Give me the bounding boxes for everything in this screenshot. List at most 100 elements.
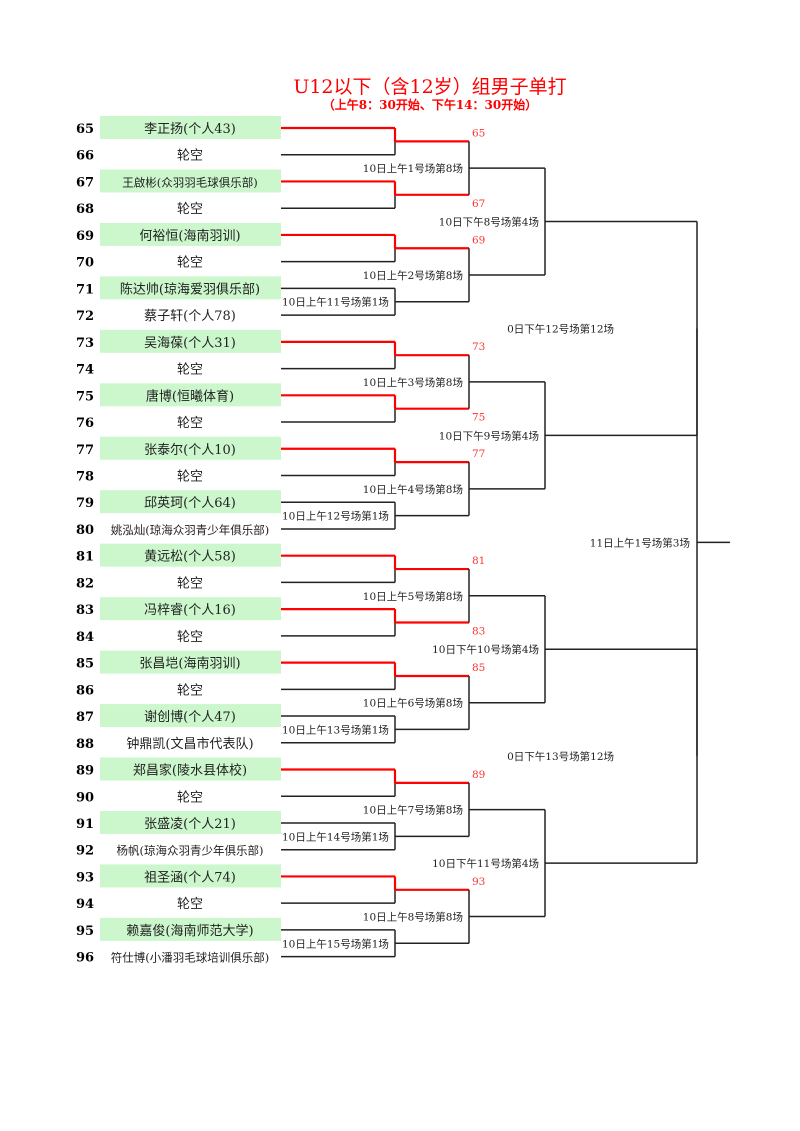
seed-number: 87 — [76, 710, 94, 725]
match-label: 10日上午14号场第1场 — [282, 830, 389, 843]
advance-number: 93 — [472, 876, 485, 888]
match-label: 0日下午12号场第12场 — [507, 322, 614, 335]
match-label: 10日上午12号场第1场 — [282, 510, 389, 523]
advance-number: 69 — [472, 234, 485, 246]
player-name: 赖嘉俊(海南师范大学) — [126, 923, 253, 939]
seed-number: 81 — [76, 550, 94, 565]
player-name: 张盛凌(个人21) — [144, 817, 236, 832]
advance-number: 81 — [472, 555, 485, 567]
match-label: 10日上午13号场第1场 — [282, 723, 389, 736]
match-label: 10日上午1号场第8场 — [363, 162, 463, 175]
player-name: 吴海葆(个人31) — [144, 336, 236, 351]
seed-number: 92 — [76, 844, 94, 859]
player-name: 轮空 — [177, 897, 203, 912]
match-label: 10日下午10号场第4场 — [432, 643, 539, 656]
advance-number: 85 — [472, 662, 485, 674]
match-label: 10日上午4号场第8场 — [363, 483, 463, 496]
match-label: 10日上午7号场第8场 — [363, 804, 463, 817]
player-name: 陈达帅(琼海爱羽俱乐部) — [120, 281, 260, 297]
name-cell-highlight — [100, 169, 281, 193]
advance-number: 65 — [472, 127, 485, 139]
match-label: 10日下午11号场第4场 — [432, 857, 539, 870]
match-label: 10日上午2号场第8场 — [363, 269, 463, 282]
player-name: 邱英珂(个人64) — [144, 496, 236, 511]
seed-number: 66 — [76, 149, 94, 164]
advance-number: 67 — [472, 198, 485, 210]
player-name: 轮空 — [177, 416, 203, 431]
player-name: 谢创博(个人47) — [144, 709, 236, 725]
player-name: 轮空 — [177, 683, 203, 698]
player-name: 姚泓灿(琼海众羽青少年俱乐部) — [111, 523, 269, 537]
seed-number: 90 — [76, 790, 94, 805]
player-name: 张泰尔(个人10) — [144, 443, 236, 458]
name-cell-highlight — [100, 704, 281, 728]
name-cell-highlight — [100, 222, 281, 246]
seed-number: 73 — [76, 336, 94, 351]
page-subtitle: （上午8：30开始、下午14：30开始） — [322, 98, 538, 112]
seed-number: 68 — [76, 202, 94, 217]
player-name: 轮空 — [177, 469, 203, 484]
seed-number: 70 — [76, 256, 94, 271]
name-cell-highlight — [100, 810, 281, 834]
player-name: 郑昌家(陵水县体校) — [133, 763, 247, 779]
match-label: 10日上午3号场第8场 — [363, 376, 463, 389]
seed-number: 83 — [76, 603, 94, 618]
name-cell-highlight — [100, 276, 281, 300]
advance-number: 75 — [472, 412, 485, 424]
advance-number: 89 — [472, 769, 485, 781]
seed-number: 71 — [76, 282, 94, 297]
match-label: 0日下午13号场第12场 — [507, 750, 614, 763]
name-cell-highlight — [100, 917, 281, 941]
player-name: 轮空 — [177, 202, 203, 217]
name-cell-highlight — [100, 329, 281, 353]
name-cell-highlight — [100, 543, 281, 567]
seed-number: 91 — [76, 817, 94, 832]
seed-number: 72 — [76, 309, 94, 324]
seed-number: 84 — [76, 630, 94, 645]
seed-number: 78 — [76, 469, 94, 484]
match-label: 10日上午5号场第8场 — [363, 590, 463, 603]
name-cell-highlight — [100, 383, 281, 407]
seed-number: 74 — [76, 363, 94, 378]
seed-number: 76 — [76, 416, 94, 431]
name-cell-highlight — [100, 650, 281, 674]
seed-number: 69 — [76, 229, 94, 244]
name-cell-highlight — [100, 116, 281, 139]
player-name: 张昌垲(海南羽训) — [139, 656, 240, 672]
seed-number: 85 — [76, 657, 94, 672]
advance-number: 73 — [472, 341, 485, 353]
seed-number: 95 — [76, 924, 94, 939]
player-name: 钟鼎凯(文昌市代表队) — [126, 736, 253, 752]
seed-number: 65 — [76, 122, 94, 137]
name-cell-highlight — [100, 597, 281, 621]
seed-number: 80 — [76, 523, 94, 538]
match-label: 10日上午8号场第8场 — [363, 911, 463, 924]
page-title: U12以下（含12岁）组男子单打 — [293, 76, 567, 98]
seed-number: 88 — [76, 737, 94, 752]
name-cell-highlight — [100, 490, 281, 514]
seed-number: 94 — [76, 897, 94, 912]
seed-number: 82 — [76, 576, 94, 591]
seed-number: 96 — [76, 951, 94, 966]
player-name: 唐博(恒曦体育) — [146, 388, 234, 404]
final-match-label: 11日上午1号场第3场 — [590, 536, 690, 549]
seed-number: 79 — [76, 496, 94, 511]
player-name: 王啟彬(众羽羽毛球俱乐部) — [122, 175, 257, 189]
seed-number: 67 — [76, 175, 94, 190]
player-name: 符仕博(小潘羽毛球培训俱乐部) — [111, 951, 269, 965]
name-cell-highlight — [100, 757, 281, 781]
seed-number: 86 — [76, 683, 94, 698]
player-name: 杨帆(琼海众羽青少年俱乐部) — [117, 844, 264, 858]
advance-number: 77 — [472, 448, 485, 460]
seed-number: 75 — [76, 389, 94, 404]
match-label: 10日上午11号场第1场 — [282, 296, 389, 309]
player-name: 何裕恒(海南羽训) — [139, 228, 240, 244]
match-label: 10日下午8号场第4场 — [439, 216, 539, 229]
player-name: 轮空 — [177, 363, 203, 378]
match-label: 10日上午15号场第1场 — [282, 937, 389, 950]
player-name: 祖圣涵(个人74) — [144, 870, 236, 885]
player-name: 李正扬(个人43) — [144, 122, 236, 137]
player-name: 轮空 — [177, 790, 203, 805]
name-cell-highlight — [100, 864, 281, 888]
